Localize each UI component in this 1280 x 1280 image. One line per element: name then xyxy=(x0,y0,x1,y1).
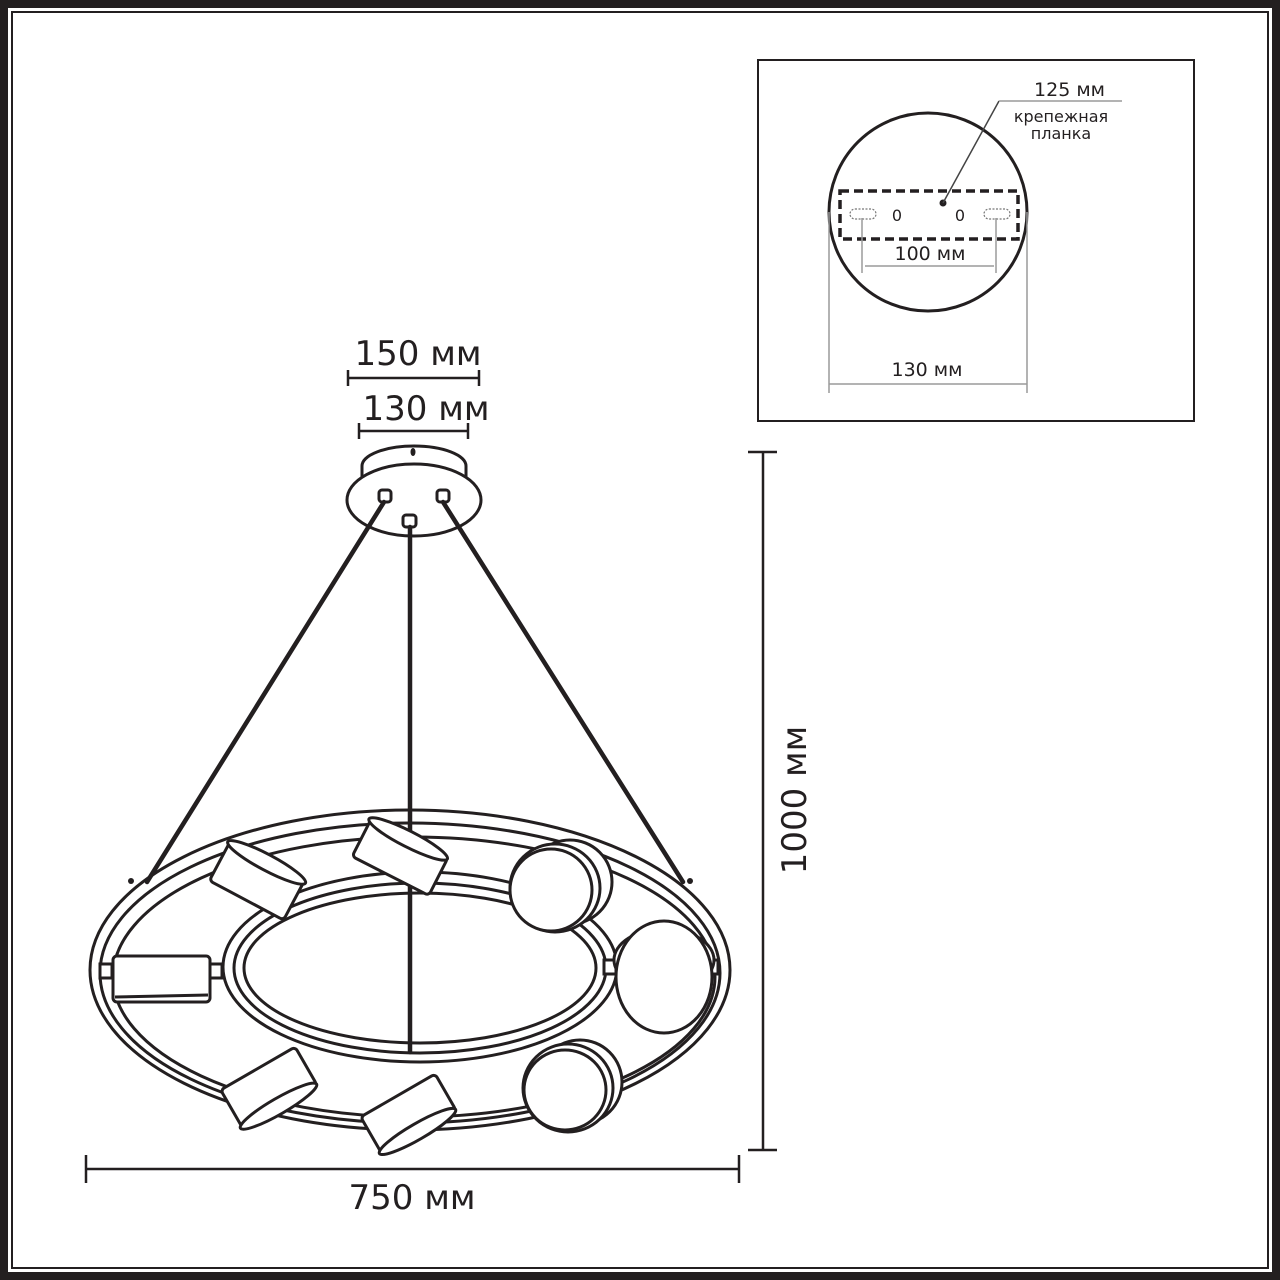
inset-canopy-circle xyxy=(827,111,1029,313)
spotlight-left xyxy=(98,954,224,1004)
inset-mounting-detail: 0 0 125 мм крепежная планка 100 мм 130 м… xyxy=(757,59,1195,422)
cable-left xyxy=(144,499,387,885)
canopy-screw xyxy=(410,448,416,456)
spotlight-bottom-left xyxy=(220,1046,319,1131)
spotlight-top-right xyxy=(508,838,614,934)
hole-mark-left: 0 xyxy=(892,206,902,225)
spotlight-bottom-center xyxy=(360,1073,458,1157)
mounting-slot-right xyxy=(983,208,1011,220)
suspension-cables xyxy=(144,499,686,1055)
spotlight-bottom-right xyxy=(521,1038,624,1134)
inset-box xyxy=(757,59,1195,422)
inner-ring-core xyxy=(242,891,598,1045)
spotlights xyxy=(98,816,720,1157)
bracket-label-line2: планка xyxy=(1031,124,1091,143)
hole-mark-right: 0 xyxy=(955,206,965,225)
height-label: 1000 мм xyxy=(775,726,815,875)
spotlight-top-center xyxy=(352,816,450,896)
mounting-bracket-outline xyxy=(838,189,1020,241)
cable-right xyxy=(440,499,686,885)
canopy-outer-label: 150 мм xyxy=(354,334,481,374)
canopy-inner-label: 130 мм xyxy=(362,389,489,429)
inset-canopy-diameter-label: 130 мм xyxy=(892,359,963,381)
bracket-leader-line xyxy=(942,100,1000,204)
width-label: 750 мм xyxy=(348,1178,475,1218)
height-dimension: 1000 мм xyxy=(748,450,815,1152)
canopy-dimensions: 150 мм 130 мм xyxy=(346,334,490,439)
hole-spacing-label: 100 мм xyxy=(895,243,966,265)
ceiling-canopy xyxy=(345,444,483,538)
width-dimension: 750 мм xyxy=(84,1155,741,1218)
bracket-label-line1: крепежная xyxy=(1014,107,1108,126)
spotlight-right xyxy=(602,919,720,1035)
canopy-base xyxy=(345,462,483,538)
inner-frame-border xyxy=(11,11,1269,1269)
mounting-slot-left xyxy=(849,208,877,220)
bracket-length-label: 125 мм xyxy=(1034,79,1105,101)
spotlight-top-left xyxy=(209,839,308,921)
